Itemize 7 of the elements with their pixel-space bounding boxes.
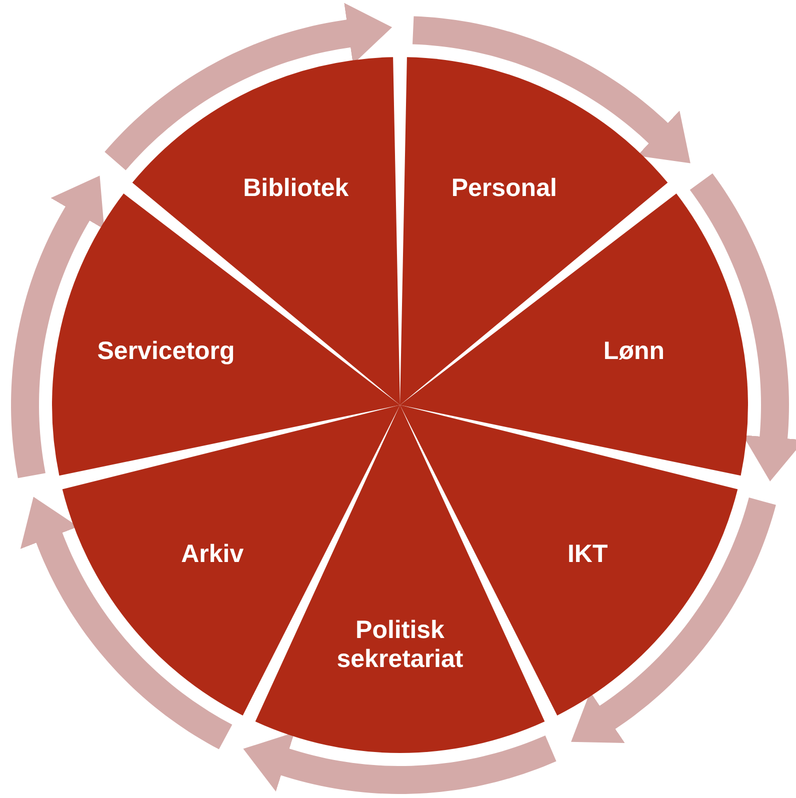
segment-label: Personal: [450, 174, 558, 204]
segment-label: IKT: [566, 540, 609, 569]
segment-label: Servicetorg: [96, 337, 236, 366]
segment-label: Politisk sekretariat: [336, 616, 464, 674]
segment-label: Arkiv: [180, 540, 245, 569]
segment-label: Bibliotek: [242, 174, 350, 204]
segment-label: Lønn: [602, 337, 666, 366]
